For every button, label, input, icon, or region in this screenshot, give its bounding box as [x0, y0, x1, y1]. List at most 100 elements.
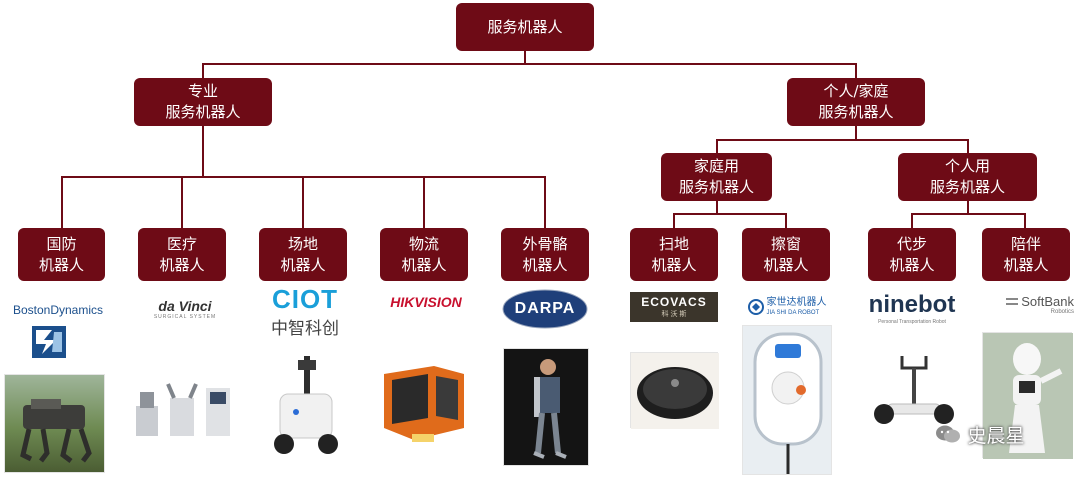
node-mobility: 代步 机器人	[868, 228, 956, 281]
ciot-logo-text: CIOT	[271, 283, 339, 314]
node-label-line1: 扫地	[658, 234, 689, 253]
segway-image	[872, 350, 956, 432]
node-label-line1: 家庭用	[693, 157, 739, 175]
jiashida-logo: 家世达机器人 JIA SHI DA ROBOT	[742, 295, 832, 319]
ecovacs-logo: ECOVACS 科 沃 斯	[630, 292, 718, 322]
node-label-line2: 机器人	[401, 255, 447, 274]
node-label-line1: 代步	[896, 234, 927, 253]
node-label-line1: 医疗	[166, 234, 197, 253]
connector	[911, 213, 913, 228]
node-label-line2: 机器人	[38, 255, 84, 274]
ninebot-logo-subtext: Personal Transportation Robot	[878, 319, 946, 325]
connector	[967, 139, 969, 153]
node-defense: 国防 机器人	[18, 228, 105, 281]
connector	[673, 213, 787, 215]
connector	[544, 176, 546, 228]
node-field: 场地 机器人	[259, 228, 347, 281]
node-companion: 陪伴 机器人	[982, 228, 1070, 281]
ecovacs-logo-text: ECOVACS	[641, 295, 707, 309]
node-label-line1: 个人用	[944, 157, 990, 175]
connector	[673, 213, 675, 228]
bigdog-robot-image	[4, 374, 105, 473]
surgical-robot-image	[132, 378, 236, 442]
node-root-label: 服务机器人	[487, 17, 563, 36]
softbank-logo-subtext: Robotics	[1050, 308, 1074, 315]
hikvision-logo: HIKVISION	[378, 292, 474, 312]
node-exoskeleton: 外骨骼 机器人	[501, 228, 589, 281]
connector	[716, 139, 718, 153]
davinci-logo: da Vinci SURGICAL SYSTEM	[135, 296, 235, 322]
node-label-line2: 服务机器人	[929, 178, 1005, 196]
node-label-line1: 国防	[46, 234, 77, 253]
node-sweeping: 扫地 机器人	[630, 228, 718, 281]
wechat-icon	[936, 425, 961, 443]
ecovacs-logo-cn: 科 沃 斯	[661, 311, 687, 318]
node-label-line1: 个人/家庭	[823, 82, 889, 100]
connector	[202, 63, 204, 78]
jiashida-logo-en: JIA SHI DA ROBOT	[766, 310, 820, 316]
connector	[855, 126, 857, 140]
node-label-line2: 机器人	[763, 255, 809, 274]
node-individual: 个人用 服务机器人	[898, 153, 1037, 201]
darpa-logo: DARPA	[502, 289, 588, 329]
robot-vacuum-image	[630, 352, 719, 429]
connector	[1024, 213, 1026, 228]
node-window: 擦窗 机器人	[742, 228, 830, 281]
connector	[61, 176, 63, 228]
node-label-line2: 机器人	[280, 255, 326, 274]
boston-dynamics-emblem-icon	[32, 326, 66, 358]
node-professional: 专业 服务机器人	[134, 78, 272, 126]
softbank-logo: SoftBank Robotics	[982, 292, 1074, 316]
node-label-line2: 服务机器人	[165, 103, 241, 121]
exoskeleton-image	[503, 348, 589, 466]
node-label-line2: 服务机器人	[818, 103, 894, 121]
node-label-line2: 机器人	[651, 255, 697, 274]
connector	[967, 201, 969, 214]
node-label-line1: 专业	[187, 82, 218, 100]
connector	[855, 63, 857, 78]
connector	[423, 176, 425, 228]
connector	[181, 176, 183, 228]
watermark-text: 史晨星	[967, 424, 1025, 447]
pepper-robot-image	[982, 332, 1073, 459]
node-label-line1: 物流	[408, 234, 439, 253]
node-label-line1: 擦窗	[770, 234, 801, 253]
connector	[716, 201, 718, 214]
davinci-logo-text: da Vinci	[158, 298, 212, 314]
davinci-logo-subtext: SURGICAL SYSTEM	[153, 314, 217, 320]
connector	[524, 51, 526, 64]
jiashida-logo-text: 家世达机器人	[766, 297, 827, 308]
ciot-logo-cn: 中智科创	[260, 315, 350, 339]
softbank-logo-text: SoftBank	[1021, 293, 1074, 309]
node-label-line1: 陪伴	[1010, 234, 1041, 253]
patrol-robot-image	[256, 352, 353, 460]
darpa-logo-text: DARPA	[514, 300, 576, 317]
connector	[202, 63, 857, 65]
node-medical: 医疗 机器人	[138, 228, 226, 281]
connector	[716, 139, 969, 141]
boston-dynamics-logo-text: BostonDynamics	[12, 303, 104, 317]
connector	[785, 213, 787, 228]
node-label-line1: 场地	[287, 234, 318, 253]
node-label-line2: 机器人	[159, 255, 205, 274]
watermark: 史晨星	[918, 420, 1042, 448]
node-label-line1: 外骨骼	[522, 234, 568, 253]
connector	[302, 176, 304, 228]
node-label-line2: 机器人	[889, 255, 935, 274]
node-label-line2: 机器人	[522, 255, 568, 274]
boston-dynamics-logo: BostonDynamics	[8, 298, 108, 322]
node-personal: 个人/家庭 服务机器人	[787, 78, 925, 126]
darpa-oval-icon	[502, 289, 588, 329]
connector	[202, 126, 204, 177]
jiashida-emblem-icon	[747, 299, 764, 315]
node-label-line2: 机器人	[1003, 255, 1049, 274]
ciot-logo-cn-text: 中智科创	[271, 318, 339, 339]
node-home: 家庭用 服务机器人	[661, 153, 772, 201]
connector	[911, 213, 1026, 215]
ninebot-logo: ninebot Personal Transportation Robot	[864, 288, 960, 328]
ninebot-logo-text: ninebot	[868, 291, 956, 318]
node-logistics: 物流 机器人	[380, 228, 468, 281]
ciot-logo: CIOT	[260, 283, 350, 314]
window-cleaning-robot-image	[742, 325, 832, 475]
softbank-bars-icon	[1006, 297, 1019, 305]
